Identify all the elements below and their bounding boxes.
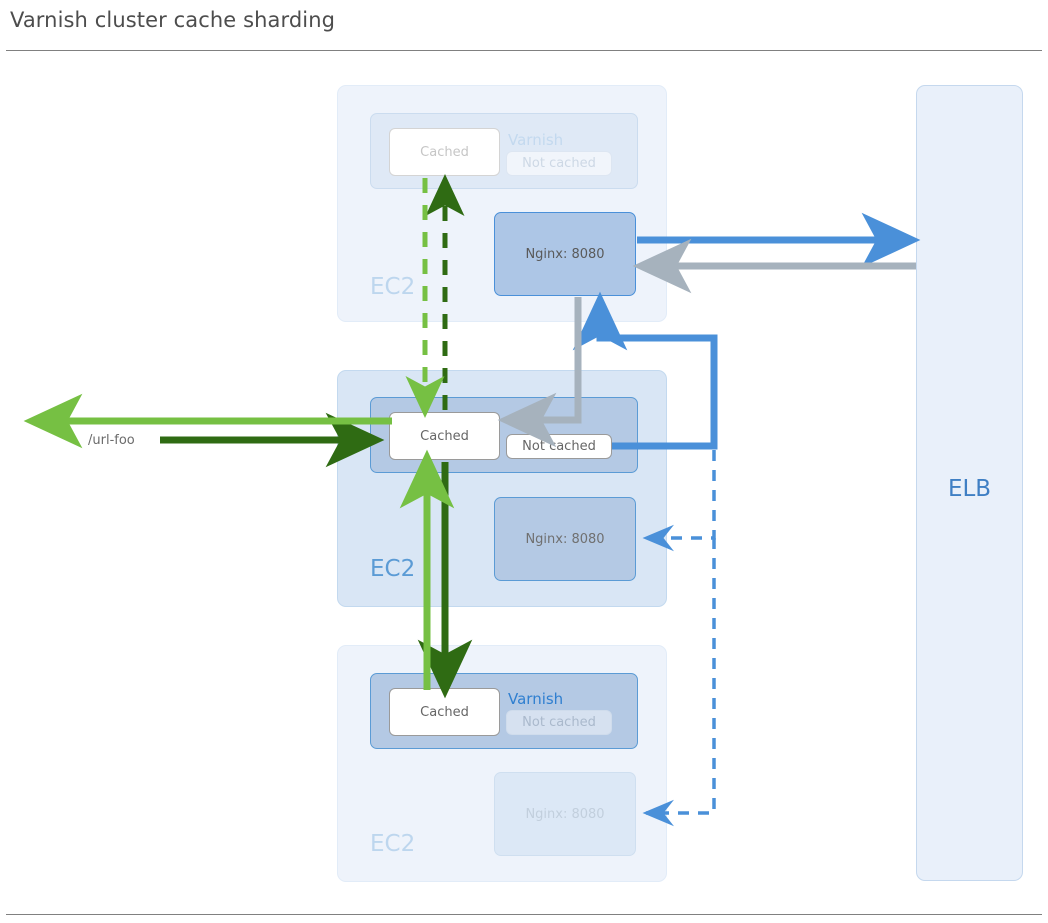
nginx-box-top[interactable]: Nginx: 8080 xyxy=(494,212,636,296)
not-cached-chip-middle[interactable]: Not cached xyxy=(506,434,612,459)
ec2-middle-label: EC2 xyxy=(370,556,416,582)
cached-chip-bottom[interactable]: Cached xyxy=(389,688,500,736)
elb-box[interactable] xyxy=(916,85,1023,881)
not-cached-chip-top[interactable]: Not cached xyxy=(506,151,612,176)
elb-label: ELB xyxy=(947,476,992,502)
header-divider xyxy=(6,50,1042,51)
url-foo-label: /url-foo xyxy=(88,433,135,448)
nginx-box-bottom[interactable]: Nginx: 8080 xyxy=(494,772,636,856)
varnish-title-top: Varnish xyxy=(508,131,564,149)
varnish-title-bottom: Varnish xyxy=(508,690,564,708)
not-cached-chip-bottom[interactable]: Not cached xyxy=(506,710,612,735)
ec2-top-label: EC2 xyxy=(370,274,416,300)
nginx-box-middle[interactable]: Nginx: 8080 xyxy=(494,497,636,581)
footer-divider xyxy=(6,914,1042,915)
page-title: Varnish cluster cache sharding xyxy=(10,8,336,32)
ec2-bottom-label: EC2 xyxy=(370,831,416,857)
cached-chip-top[interactable]: Cached xyxy=(389,128,500,176)
cached-chip-middle[interactable]: Cached xyxy=(389,412,500,460)
